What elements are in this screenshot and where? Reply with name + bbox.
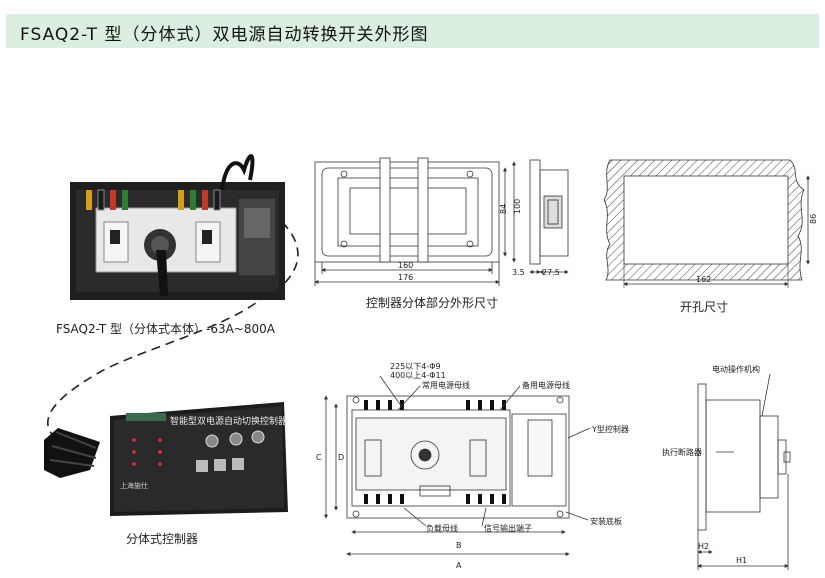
dim-84: 84 xyxy=(499,204,508,214)
dim-3-5: 3.5 xyxy=(512,268,525,277)
dim-H2: H2 xyxy=(698,542,709,551)
label-backup-bus: 备用电源母线 xyxy=(522,380,570,390)
controller-image: 智能型双电源自动切换控制器 上海施仕 xyxy=(44,402,288,516)
label-breaker: 执行断路器 xyxy=(662,447,702,457)
note-400: 400以上4-Φ11 xyxy=(390,371,446,380)
title-bar: FSAQ2-T 型（分体式）双电源自动转换开关外形图 xyxy=(6,14,819,48)
terminal-row-left xyxy=(86,189,128,211)
dashed-cable xyxy=(47,221,299,443)
label-y-controller: Y型控制器 xyxy=(591,424,629,434)
caption-main-body: FSAQ2-T 型（分体式本体）-63A~800A xyxy=(56,322,275,336)
dim-B: B xyxy=(456,541,462,550)
controller-side-view xyxy=(529,159,569,274)
dim-A: A xyxy=(456,561,462,570)
dim-D: D xyxy=(338,453,344,462)
terminal-row-right xyxy=(178,189,221,211)
dim-160: 160 xyxy=(398,261,413,270)
switch-side-view xyxy=(697,373,791,570)
dim-C: C xyxy=(316,453,322,462)
caption-controller: 分体式控制器 xyxy=(126,532,199,546)
controller-brand: 上海施仕 xyxy=(120,481,148,490)
controller-panel-title: 智能型双电源自动切换控制器 xyxy=(170,415,287,427)
dim-162: 162 xyxy=(696,275,711,284)
dim-H1: H1 xyxy=(736,556,747,565)
page-title: FSAQ2-T 型（分体式）双电源自动转换开关外形图 xyxy=(20,25,429,45)
label-load-bus: 负载母线 xyxy=(426,523,458,533)
dim-27-5: 27.5 xyxy=(542,268,560,277)
cutout-drawing xyxy=(603,159,810,288)
caption-cutout: 开孔尺寸 xyxy=(680,300,729,314)
dim-86: 86 xyxy=(809,214,818,224)
note-225: 225以下4-Φ9 xyxy=(390,362,441,371)
dim-176: 176 xyxy=(398,273,413,282)
label-mount-plate: 安装底板 xyxy=(590,516,622,526)
label-signal-terminal: 信号输出端子 xyxy=(484,523,532,533)
switch-body-image xyxy=(70,154,285,300)
caption-controller-dims: 控制器分体部分外形尺寸 xyxy=(366,296,499,310)
label-motor: 电动操作机构 xyxy=(712,364,760,374)
dim-100: 100 xyxy=(513,199,522,214)
switch-front-view xyxy=(324,375,591,556)
controller-dim-drawing xyxy=(314,157,516,286)
label-common-bus: 常用电源母线 xyxy=(422,380,470,390)
